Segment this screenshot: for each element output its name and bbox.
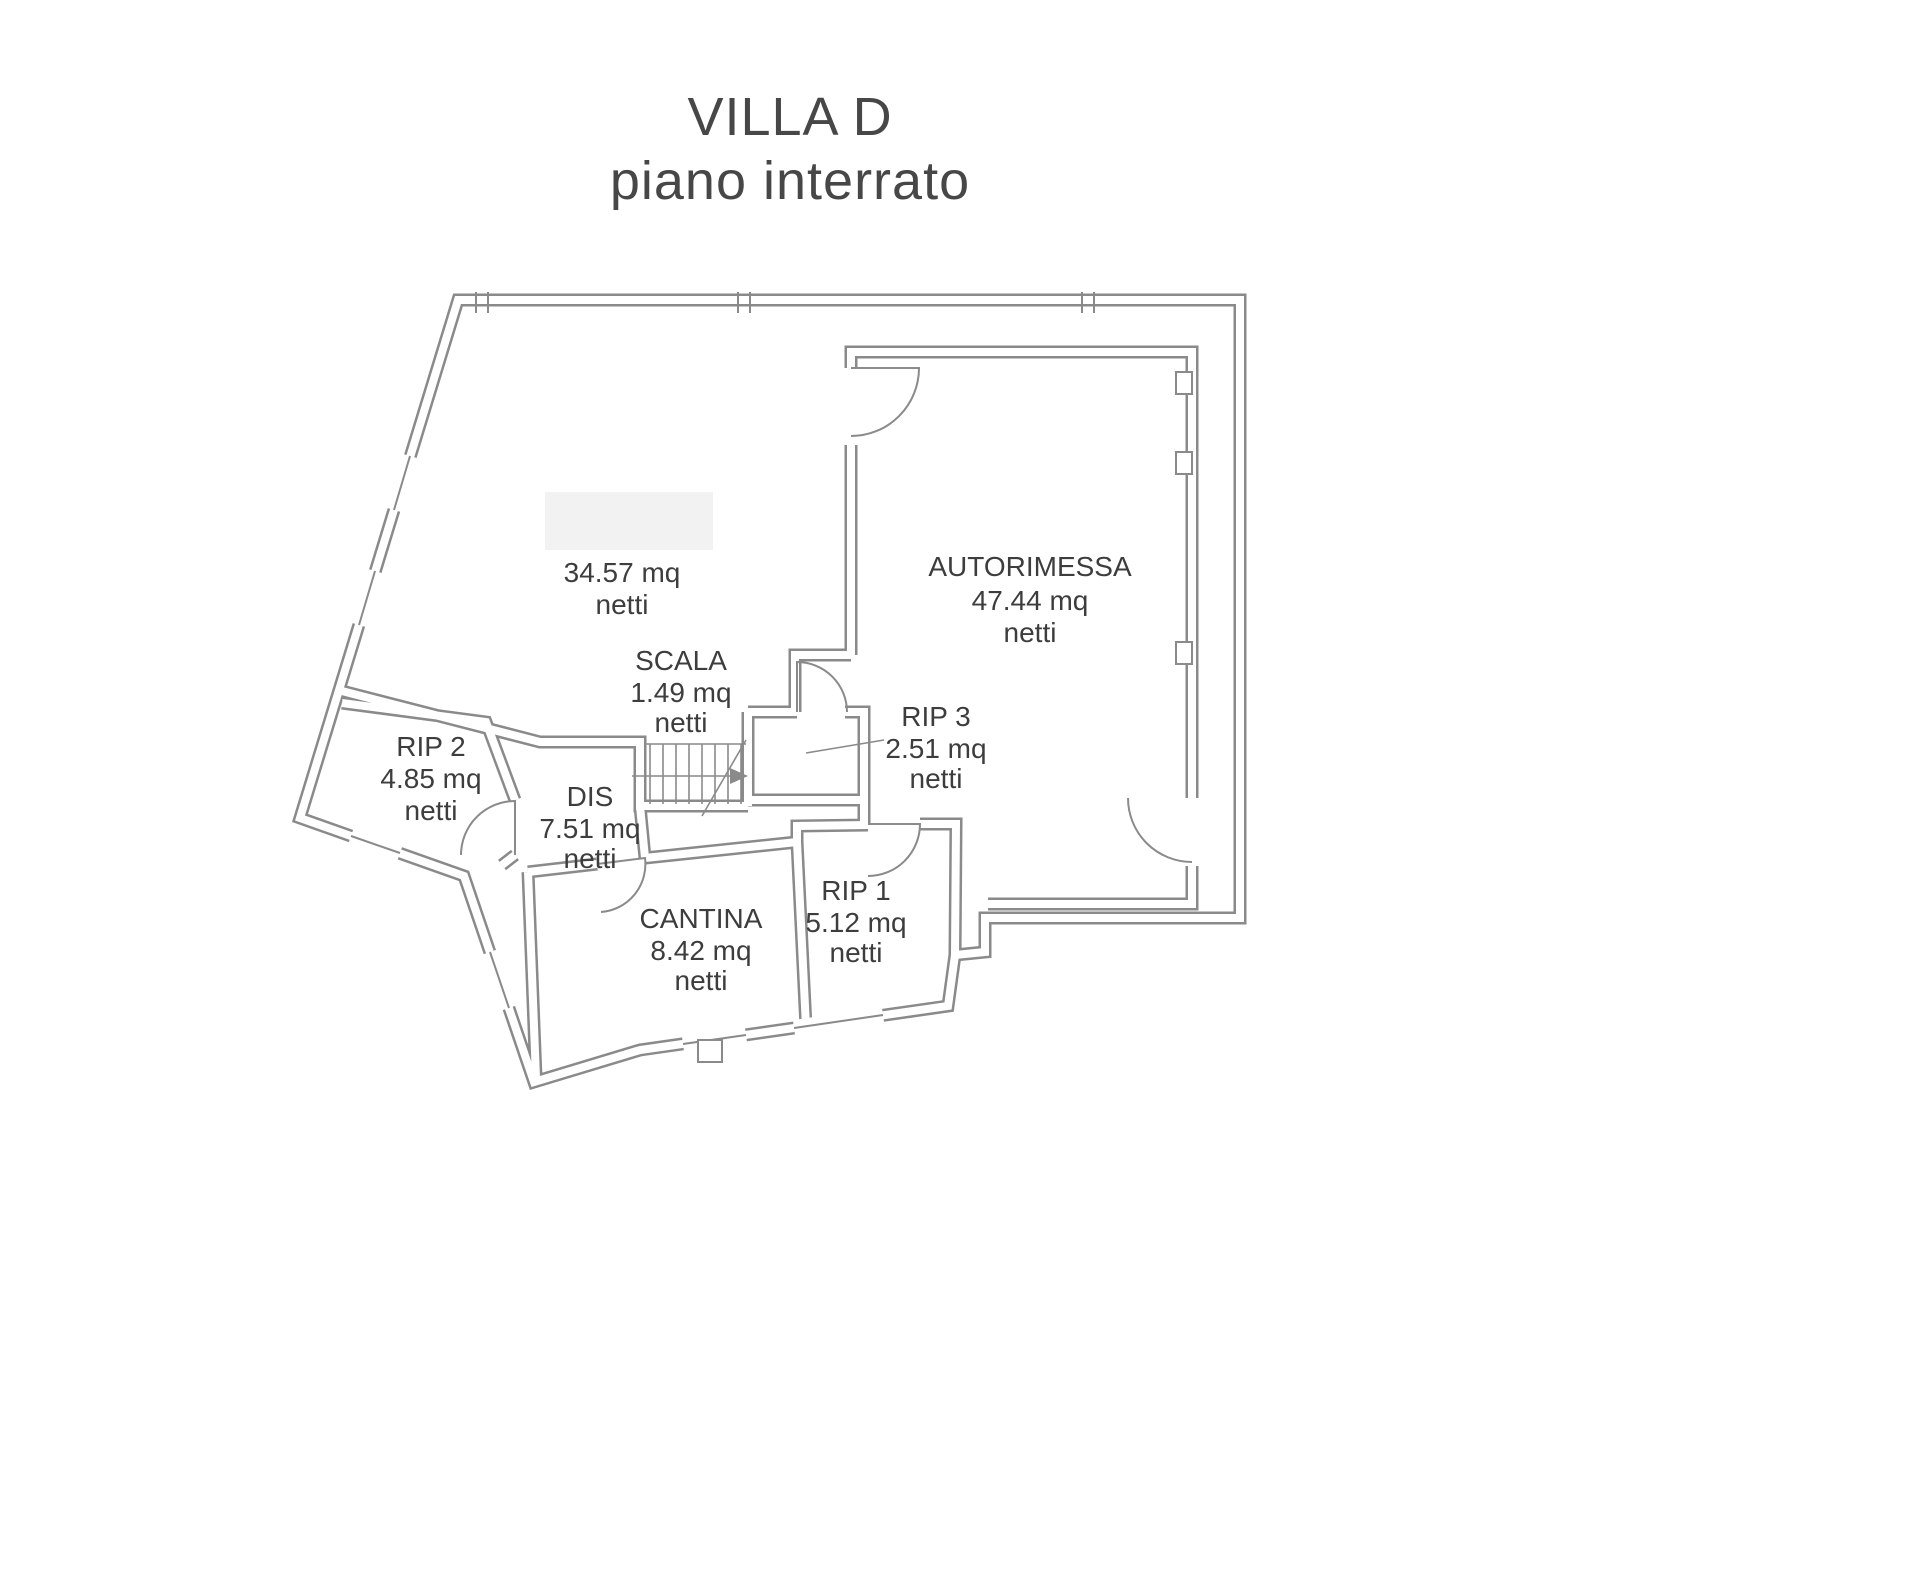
room-cantina-name: CANTINA [640, 903, 763, 934]
room-main-netti: netti [596, 589, 649, 620]
doors-layer [460, 367, 1193, 913]
garage-bottom-door-arc [1127, 797, 1193, 863]
room-main-area: 34.57 mq [564, 557, 681, 588]
pilaster-notch [1175, 451, 1193, 475]
rip3-leader-line [805, 739, 885, 754]
room-rip2-name: RIP 2 [396, 731, 466, 762]
room-dis-netti: netti [564, 843, 617, 874]
wall-break-ticks [475, 292, 1095, 313]
pilaster-notch [1175, 371, 1193, 395]
room-cantina-area: 8.42 mq [650, 935, 751, 966]
garage-top-door-arc [850, 367, 921, 437]
rip1-door-arc [867, 823, 922, 877]
room-labels: 34.57 mq netti AUTORIMESSA 47.44 mq nett… [380, 551, 1132, 996]
room-rip3-name: RIP 3 [901, 701, 971, 732]
room-rip1-area: 5.12 mq [805, 907, 906, 938]
drawing-title: VILLA D piano interrato [0, 86, 1580, 213]
walls-core [300, 300, 1240, 1082]
room-dis-name: DIS [567, 781, 614, 812]
wall-notches [697, 371, 1193, 1063]
room-autorimessa-netti: netti [1004, 617, 1057, 648]
room-rip1-name: RIP 1 [821, 875, 891, 906]
rip2-door-arc [460, 799, 516, 856]
room-dis-area: 7.51 mq [539, 813, 640, 844]
stair-break-line [701, 739, 747, 817]
pilaster-notch [1175, 641, 1193, 665]
room-rip3-area: 2.51 mq [885, 733, 986, 764]
room-rip2-netti: netti [405, 795, 458, 826]
walls-layer [300, 300, 1240, 1082]
room-rip1-netti: netti [830, 937, 883, 968]
rip3-door-arc [796, 660, 848, 713]
room-scala-name: SCALA [635, 645, 727, 676]
stairs [632, 739, 748, 817]
room-cantina-netti: netti [675, 965, 728, 996]
room-scala-netti: netti [655, 707, 708, 738]
room-autorimessa-area: 47.44 mq [972, 585, 1089, 616]
drawing-title-line2: piano interrato [609, 150, 971, 211]
room-rip3-netti: netti [910, 763, 963, 794]
walls-outline [300, 300, 1240, 1082]
stair-direction-arrow [730, 768, 748, 784]
cantina-door-arc [596, 856, 647, 913]
flue-notch [697, 1039, 723, 1063]
room-scala-area: 1.49 mq [630, 677, 731, 708]
drawing-title-line1: VILLA D [687, 87, 893, 147]
room-autorimessa-name: AUTORIMESSA [928, 551, 1132, 582]
redaction-box [545, 492, 713, 550]
room-rip2-area: 4.85 mq [380, 763, 481, 794]
